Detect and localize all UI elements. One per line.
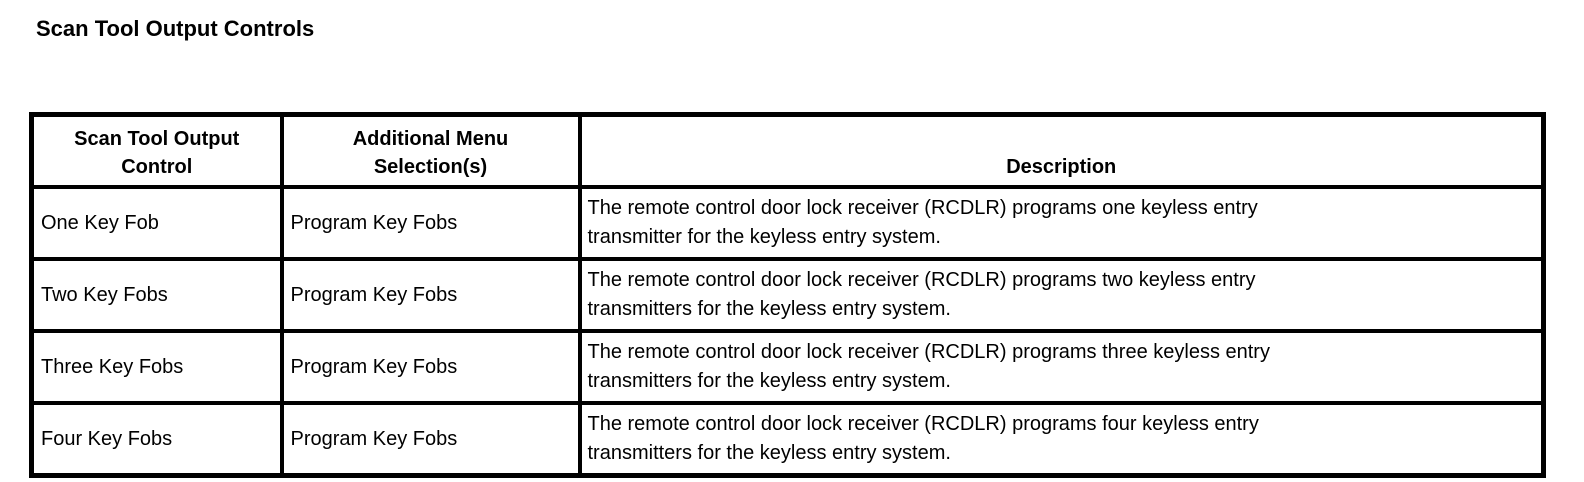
page-title: Scan Tool Output Controls [36, 16, 315, 41]
column-header-description: Description [577, 112, 1546, 189]
description-cell: The remote control door lock receiver (R… [577, 401, 1546, 478]
menu-selection-cell: Program Key Fobs [279, 329, 582, 405]
menu-selection-cell: Program Key Fobs [279, 257, 582, 333]
description-cell: The remote control door lock receiver (R… [577, 185, 1546, 261]
column-header-scan-tool-output-control: Scan Tool Output Control [29, 112, 284, 189]
control-cell: One Key Fob [29, 185, 284, 261]
control-cell: Two Key Fobs [29, 257, 284, 333]
column-header-additional-menu-selections: Additional Menu Selection(s) [279, 112, 582, 189]
control-cell: Four Key Fobs [29, 401, 284, 478]
scan-tool-output-controls-table: Scan Tool Output Control Additional Menu… [29, 112, 1546, 478]
menu-selection-cell: Program Key Fobs [279, 401, 582, 478]
menu-selection-cell: Program Key Fobs [279, 185, 582, 261]
header-row: Scan Tool Output Control Additional Menu… [29, 112, 1546, 189]
table-header: Scan Tool Output Control Additional Menu… [29, 112, 1546, 189]
description-cell: The remote control door lock receiver (R… [577, 257, 1546, 333]
description-cell: The remote control door lock receiver (R… [577, 329, 1546, 405]
control-cell: Three Key Fobs [29, 329, 284, 405]
